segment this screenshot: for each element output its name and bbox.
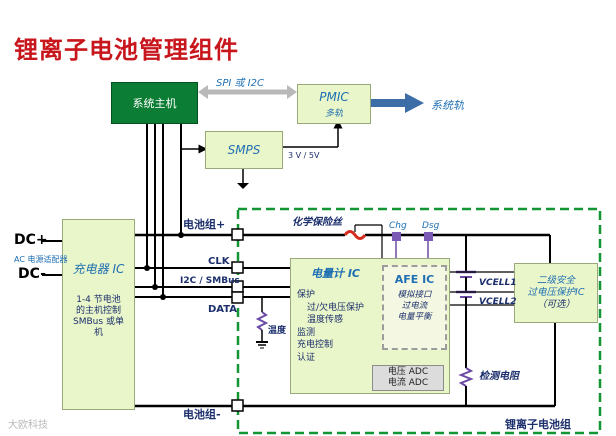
pack-minus-pad	[231, 399, 244, 412]
gauge-feature: 保护	[297, 290, 316, 300]
fuse-icon	[343, 230, 367, 240]
gauge-feature: 认证	[297, 352, 316, 363]
dc-minus-label: DC-	[18, 266, 47, 282]
system-rail-label: 系统轨	[431, 99, 464, 112]
sense-resistor-icon	[458, 367, 474, 387]
system-host-label: 系统主机	[132, 97, 177, 110]
adc-box: 电压 ADC 电流 ADC	[372, 365, 444, 391]
afe-feature: 过电流	[401, 301, 428, 311]
smps-label: SMPS	[227, 143, 261, 157]
i2c-label: I2C / SMBus	[180, 276, 240, 286]
pmic-sub-label: 多轨	[324, 108, 343, 119]
fuel-gauge-label: 电量计 IC	[311, 267, 360, 280]
afe-feature: 模拟接口	[397, 290, 432, 300]
chg-label: Chg	[389, 221, 407, 231]
clk-pad	[231, 261, 244, 274]
watermark: 大欧科技	[8, 420, 48, 431]
gauge-feature: 温度传感	[307, 315, 344, 325]
ac-adapter-label: AC 电源适配器	[14, 255, 68, 264]
page-title: 锂离子电池管理组件	[14, 36, 239, 64]
thermistor-icon	[255, 311, 269, 331]
sense-resistor-label: 检测电阻	[479, 371, 519, 382]
charger-desc-line: 的主机控制	[75, 306, 121, 316]
gauge-feature: 充电控制	[297, 340, 334, 350]
protector-line: 过电压保护IC	[527, 287, 585, 298]
protector-line: 二级安全	[536, 275, 575, 286]
vcell1-label: VCELL1	[479, 278, 517, 288]
charger-desc-line: SMBus 或单	[73, 317, 124, 327]
charger-ic-box: 充电器 IC 1-4 节电池 的主机控制 SMBus 或单 机	[62, 219, 135, 410]
clk-label: CLK	[208, 256, 230, 267]
secondary-protector-box: 二级安全 过电压保护IC （可选）	[514, 263, 598, 323]
afe-ic-label: AFE IC	[394, 273, 435, 286]
gauge-feature: 监测	[297, 327, 316, 338]
pack-title-label: 锂离子电池组	[505, 418, 571, 431]
gauge-feature: 过/欠电压保护	[307, 302, 365, 313]
fuse-label: 化学保险丝	[292, 217, 342, 228]
vcell2-label: VCELL2	[479, 297, 517, 307]
charger-desc-line: 机	[93, 328, 103, 338]
dsg-label: Dsg	[422, 221, 440, 231]
pack-minus-label: 电池组-	[183, 408, 221, 421]
protector-line: （可选）	[536, 299, 575, 310]
pmic-box: PMIC 多轨	[297, 84, 371, 124]
smps-voltage-label: 3 V / 5V	[288, 151, 320, 160]
data-pad	[231, 291, 244, 304]
charger-ic-label: 充电器 IC	[72, 262, 125, 276]
data-label: DATA	[208, 304, 238, 315]
dc-plus-label: DC+	[14, 232, 48, 248]
afe-feature: 电量平衡	[397, 312, 432, 322]
pack-plus-pad	[231, 228, 244, 241]
system-host-box: 系统主机	[111, 82, 198, 124]
charger-desc-line: 1-4 节电池	[76, 295, 121, 305]
voltage-adc-label: 电压 ADC	[387, 367, 429, 377]
pmic-label: PMIC	[319, 89, 349, 104]
bus-label: SPI 或 I2C	[216, 78, 264, 89]
system-rail-arrow	[371, 99, 407, 107]
current-adc-label: 电流 ADC	[387, 378, 429, 388]
temperature-label: 温度	[268, 326, 287, 336]
smps-box: SMPS	[205, 131, 283, 169]
pack-plus-label: 电池组+	[183, 218, 226, 231]
afe-ic-box: AFE IC 模拟接口 过电流 电量平衡	[382, 265, 447, 350]
